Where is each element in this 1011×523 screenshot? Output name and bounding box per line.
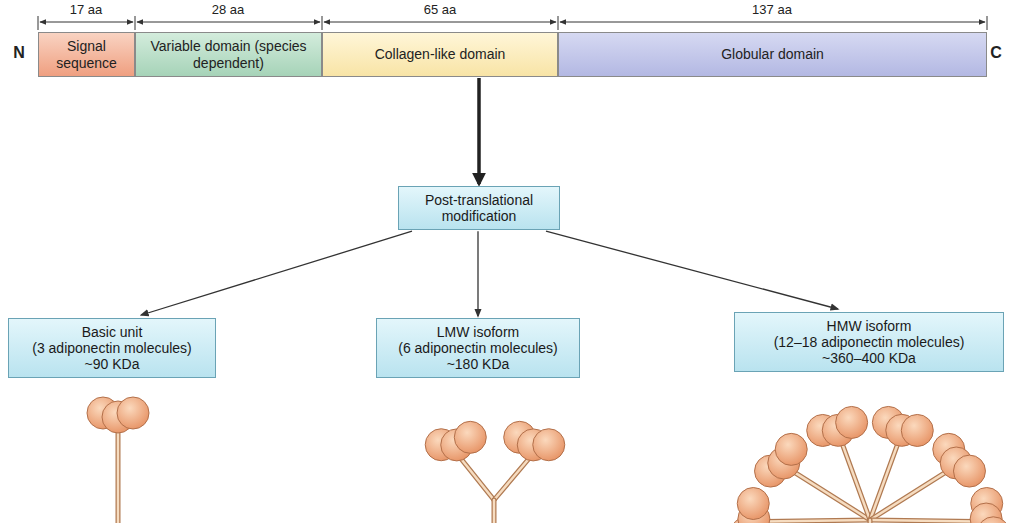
collagen-stalk	[116, 428, 121, 523]
collagen-stalk	[765, 520, 870, 521]
dimension-arrows	[38, 16, 987, 30]
process-box: Post-translational modification	[398, 186, 560, 230]
box-text: ~90 KDa	[85, 356, 140, 372]
flow-arrow	[477, 231, 478, 316]
dimension-label: 28 aa	[212, 2, 245, 17]
domain-segment: Collagen-like domain	[322, 32, 558, 77]
globular-head	[977, 517, 1009, 523]
dimension-label: 17 aa	[70, 2, 103, 17]
collagen-stalk	[841, 441, 870, 520]
domain-segment: Signal sequence	[38, 32, 135, 77]
box-text: LMW isoform	[437, 324, 519, 340]
collagen-stalk	[870, 520, 975, 521]
collagen-stalk	[868, 520, 873, 523]
box-text: Post-translational modification	[409, 192, 549, 224]
collagen-stalk	[458, 455, 494, 500]
domain-name: Globular domain	[721, 46, 824, 62]
collagen-stalk	[494, 455, 532, 500]
dimension-label: 137 aa	[752, 2, 792, 17]
collagen-stalk	[870, 520, 975, 521]
collagen-stalk	[869, 520, 872, 523]
adiponectin-oligomers	[87, 397, 1009, 523]
box-text: (3 adiponectin molecules)	[32, 340, 192, 356]
box-text: (6 adiponectin molecules)	[398, 340, 558, 356]
box-text: Basic unit	[82, 324, 143, 340]
collagen-stalk	[765, 520, 870, 521]
isoform-box: Basic unit(3 adiponectin molecules)~90 K…	[8, 318, 216, 378]
globular-head	[533, 429, 565, 461]
globular-head	[117, 397, 149, 429]
collagen-stalk	[493, 500, 496, 523]
domain-name: Signal sequence	[43, 38, 130, 70]
collagen-stalk	[117, 428, 120, 523]
globular-head	[775, 433, 807, 465]
collagen-stalk	[792, 471, 870, 520]
box-text: (12–18 adiponectin molecules)	[774, 334, 965, 350]
globular-head	[836, 406, 868, 438]
collagen-stalk	[870, 471, 948, 520]
collagen-stalk	[792, 471, 870, 520]
collagen-stalk	[870, 471, 948, 520]
globular-head	[737, 488, 769, 520]
domain-segment: Variable domain (species dependent)	[135, 32, 322, 77]
collagen-stalk	[492, 500, 497, 523]
box-text: ~360–400 KDa	[822, 350, 916, 366]
domain-segment: Globular domain	[558, 32, 987, 77]
terminus-label: C	[990, 44, 1002, 62]
domain-name: Collagen-like domain	[375, 46, 506, 62]
box-text: HMW isoform	[827, 318, 912, 334]
flow-arrow	[546, 231, 838, 309]
collagen-stalk	[458, 455, 494, 500]
domain-name: Variable domain (species dependent)	[140, 38, 317, 70]
flow-arrow	[141, 231, 412, 315]
globular-head	[454, 421, 486, 453]
flow-arrow	[477, 78, 481, 184]
isoform-box: LMW isoform(6 adiponectin molecules)~180…	[376, 318, 580, 378]
globular-head	[953, 455, 985, 487]
dimension-label: 65 aa	[424, 2, 457, 17]
isoform-box: HMW isoform(12–18 adiponectin molecules)…	[734, 312, 1004, 372]
collagen-stalk	[494, 455, 532, 500]
box-text: ~180 KDa	[447, 356, 510, 372]
globular-head	[901, 414, 933, 446]
collagen-stalk	[841, 441, 870, 520]
terminus-label: N	[13, 44, 25, 62]
